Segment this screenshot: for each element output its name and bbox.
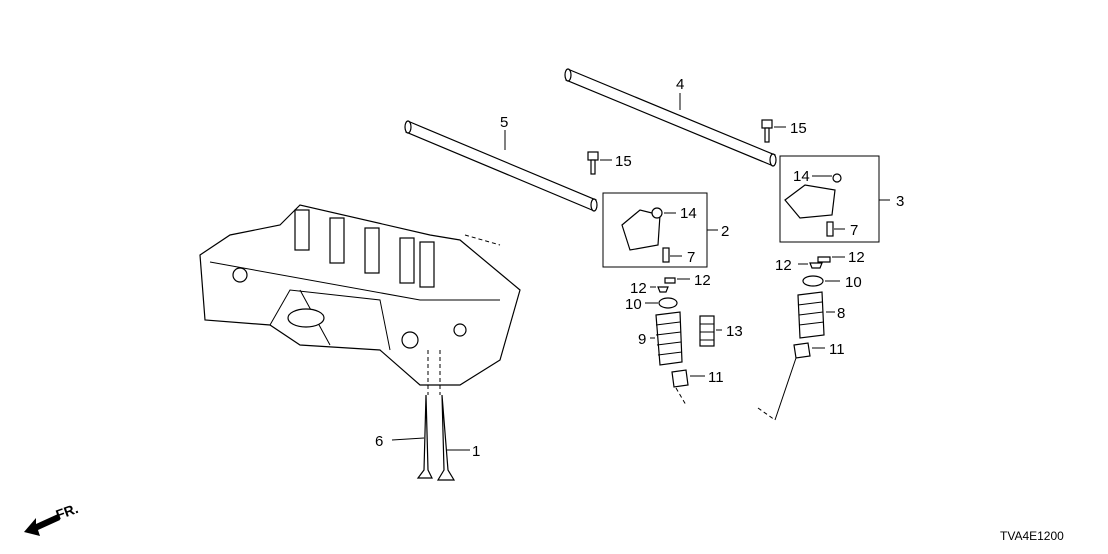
callout-7: 7 [850, 222, 858, 239]
callout-12: 12 [694, 272, 711, 289]
valve-1 [436, 394, 470, 481]
callout-10: 10 [845, 274, 862, 291]
callout-4: 4 [676, 76, 684, 93]
callout-8: 8 [837, 305, 845, 322]
callout-labels: 1 2 3 4 5 6 7 7 8 9 10 10 11 11 12 12 12… [375, 76, 904, 460]
valve-6 [391, 394, 433, 479]
callout-14: 14 [793, 168, 810, 185]
callout-14: 14 [680, 205, 697, 222]
callout-5: 5 [500, 114, 508, 131]
rocker-arm-assembly-2 [602, 192, 718, 268]
callout-15: 15 [790, 120, 807, 137]
callout-10: 10 [625, 296, 642, 313]
callout-6: 6 [375, 433, 383, 450]
callout-2: 2 [721, 223, 729, 240]
valve-train-right [757, 256, 845, 421]
callout-15: 15 [615, 153, 632, 170]
callout-13: 13 [726, 323, 743, 340]
callout-1: 1 [472, 443, 480, 460]
callout-11: 11 [708, 369, 724, 386]
front-direction-arrow [24, 514, 60, 536]
front-direction-label: FR. [54, 500, 81, 523]
callout-3: 3 [896, 193, 904, 210]
rocker-arm-assembly-3 [779, 155, 890, 243]
callout-11: 11 [829, 341, 845, 358]
callout-12: 12 [848, 249, 865, 266]
rocker-shaft-5 [404, 120, 598, 212]
cylinder-head [199, 204, 521, 395]
callout-12: 12 [775, 257, 792, 274]
diagram-code: TVA4E1200 [1000, 529, 1064, 543]
callout-12: 12 [630, 280, 647, 297]
rocker-shaft-4 [564, 68, 777, 167]
callout-9: 9 [638, 331, 646, 348]
callout-7: 7 [687, 249, 695, 266]
bolt-15-a [587, 151, 612, 175]
bolt-15-b [761, 119, 786, 143]
valve-train-left [645, 277, 722, 406]
